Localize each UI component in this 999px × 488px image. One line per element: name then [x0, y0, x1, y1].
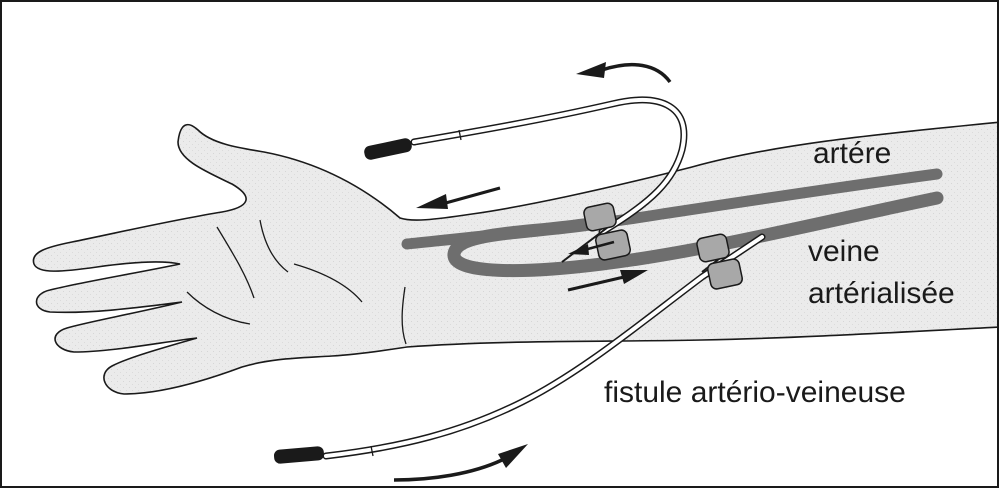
needle-connector-icon — [363, 137, 413, 161]
label-arterialized-vein-line2: artérialisée — [808, 277, 955, 311]
flow-arrow-icon — [394, 444, 528, 480]
label-av-fistula: fistule artério-veineuse — [604, 376, 906, 410]
label-artery: artére — [813, 137, 891, 171]
flow-arrow-icon — [576, 62, 670, 82]
tape-icon — [583, 202, 617, 232]
needle-connector-icon — [273, 446, 324, 464]
tape-icon — [696, 233, 730, 263]
label-arterialized-vein-line1: veine — [808, 235, 880, 269]
tape-icon — [707, 258, 744, 290]
flow-arrow-icon — [416, 188, 500, 209]
